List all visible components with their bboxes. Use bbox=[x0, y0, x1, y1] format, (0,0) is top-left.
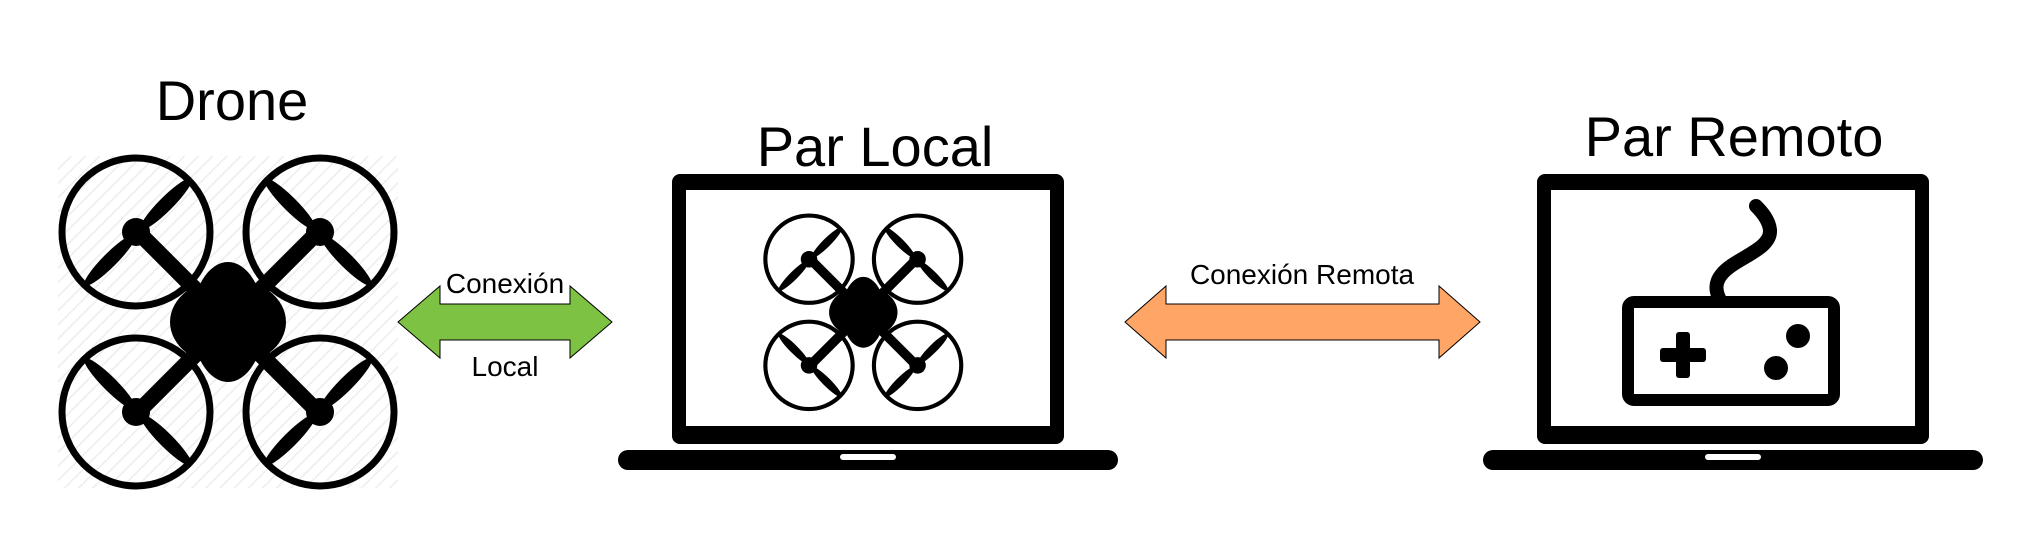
local-peer-title: Par Local bbox=[757, 115, 994, 178]
remote-connection-arrow bbox=[1124, 284, 1481, 360]
drone-title: Drone bbox=[156, 69, 309, 132]
local-connection-label-top: Conexión bbox=[446, 268, 564, 299]
local-connection-label-bottom: Local bbox=[472, 351, 539, 382]
drone-node: Drone bbox=[58, 69, 398, 488]
remote-peer-node: Par Remoto bbox=[1483, 105, 1983, 470]
gamepad-icon bbox=[1622, 199, 1840, 406]
remote-connection-label: Conexión Remota bbox=[1190, 259, 1415, 290]
remote-connection: Conexión Remota bbox=[1124, 259, 1481, 360]
remote-peer-title: Par Remoto bbox=[1585, 105, 1884, 168]
local-connection-arrow bbox=[397, 284, 613, 360]
local-peer-node: Par Local bbox=[618, 115, 1118, 470]
remote-laptop-icon bbox=[1483, 174, 1983, 470]
local-connection: Conexión Local bbox=[397, 268, 613, 382]
